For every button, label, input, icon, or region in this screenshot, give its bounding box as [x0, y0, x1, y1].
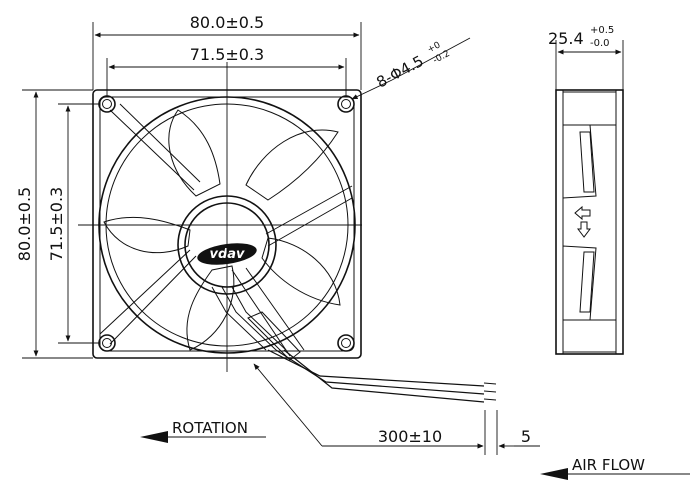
rotation-arrow-icon [140, 431, 168, 443]
side-view-body [555, 89, 624, 355]
dim-depth-tol-lower: -0.0 [590, 38, 610, 49]
front-view: vdav [78, 62, 362, 372]
dim-cable-length: 300±10 [253, 363, 486, 455]
dim-depth: 25.4 +0.5 -0.0 [548, 25, 624, 90]
dim-depth-main: 25.4 [548, 29, 584, 48]
airflow-arrow-icon [540, 468, 568, 480]
dim-height-outer-label: 80.0±0.5 [15, 187, 34, 261]
dim-width-outer-label: 80.0±0.5 [190, 13, 264, 32]
dim-hole-spec: 8-Φ4.5 +0 -0.2 [351, 37, 471, 100]
dim-depth-tol-upper: +0.5 [590, 25, 614, 36]
dim-height-outer: 80.0±0.5 [15, 89, 93, 359]
dim-width-outer: 80.0±0.5 [92, 13, 362, 90]
dim-height-holes-label: 71.5±0.3 [47, 187, 66, 261]
dim-hole-spec-main: 8-Φ4.5 [373, 52, 426, 92]
rotation-indicator: ROTATION [140, 419, 266, 443]
rotation-label: ROTATION [172, 419, 248, 437]
cable [267, 349, 497, 403]
dim-cable-strip-label: 5 [521, 427, 531, 446]
side-view [555, 89, 624, 355]
dim-width-holes-label: 71.5±0.3 [190, 45, 264, 64]
dim-width-holes: 71.5±0.3 [106, 45, 347, 96]
dim-cable-length-label: 300±10 [378, 427, 442, 446]
airflow-indicator: AIR FLOW [540, 456, 690, 480]
side-airflow-arrow-icon [574, 205, 591, 221]
airflow-label: AIR FLOW [572, 456, 645, 474]
fan-struts [99, 103, 353, 357]
front-wire-harness [211, 286, 301, 361]
dim-height-holes: 71.5±0.3 [47, 103, 100, 344]
dim-cable-strip: 5 [468, 410, 540, 455]
side-rotation-arrow-icon [577, 221, 591, 238]
